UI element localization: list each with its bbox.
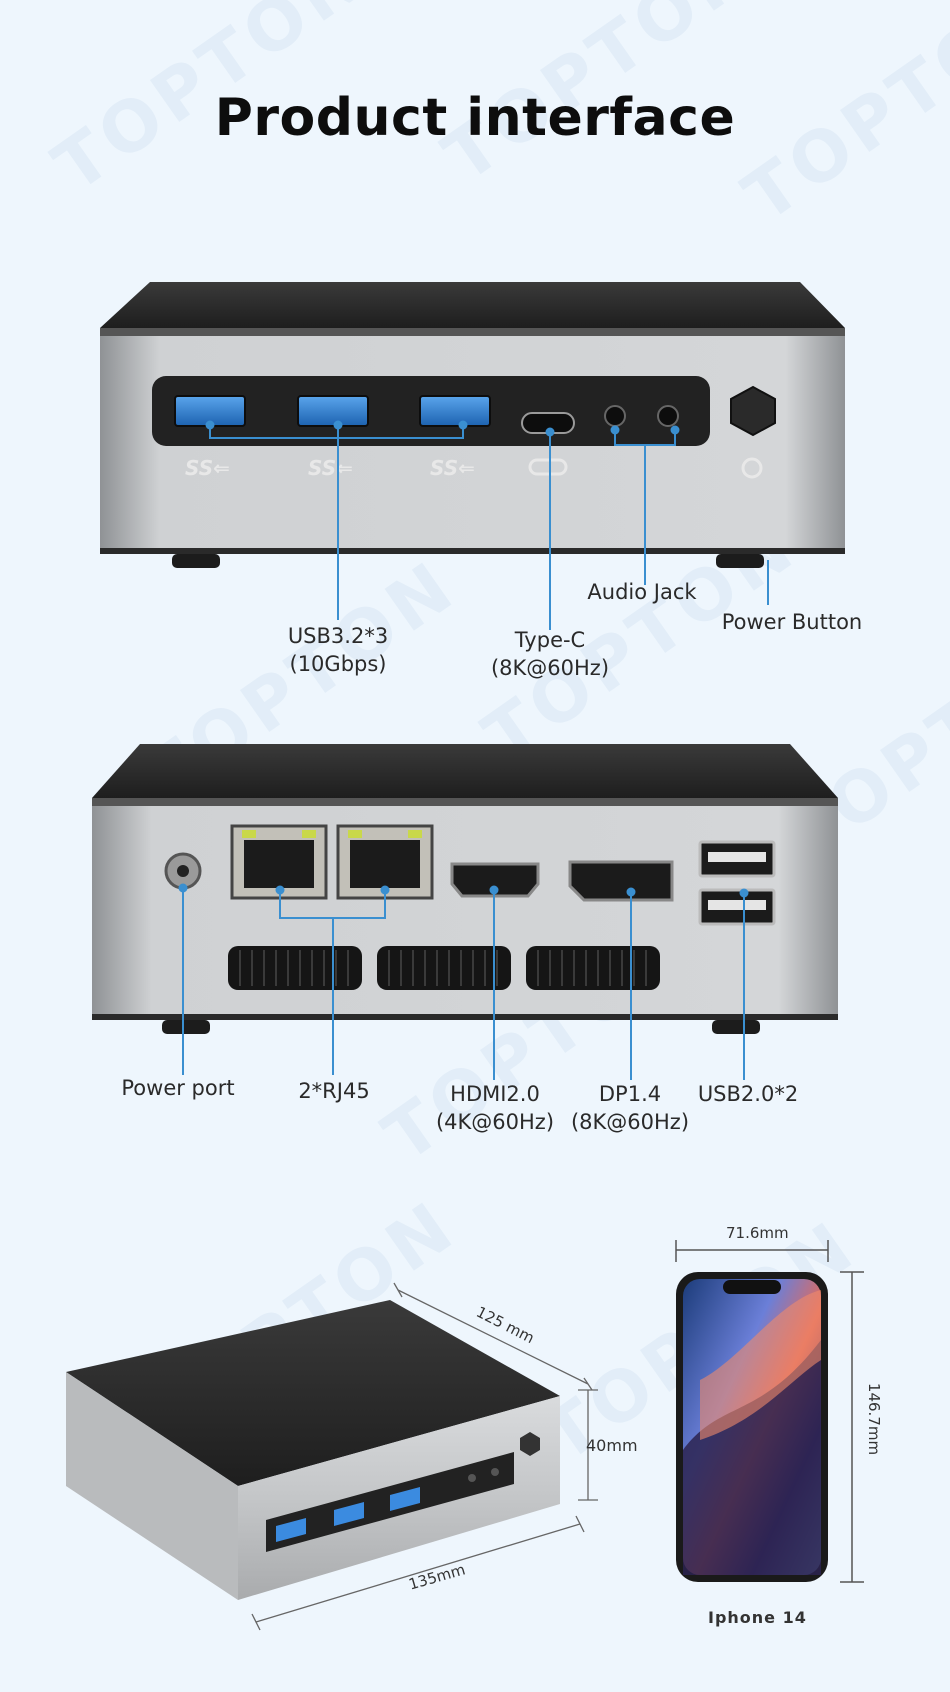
typec-label: Type-C (8K@60Hz) — [480, 626, 620, 682]
dp-label: DP1.4 (8K@60Hz) — [560, 1080, 700, 1136]
power-port-label: Power port — [121, 1076, 235, 1100]
rear-device — [92, 744, 838, 1034]
typec-spec-text: (8K@60Hz) — [490, 656, 610, 680]
phone-dimension-lines — [675, 1240, 864, 1583]
iso-dimension-lines — [251, 1282, 598, 1631]
isometric-device — [66, 1300, 560, 1600]
usb20-label: USB2.0*2 — [697, 1082, 799, 1106]
front-device: SS⇐ SS⇐ SS⇐ — [100, 282, 845, 568]
dp-text: DP1.4 — [598, 1082, 662, 1106]
iphone-illustration — [676, 1272, 828, 1582]
svg-text:SS⇐: SS⇐ — [185, 456, 230, 480]
hdmi-text: HDMI2.0 — [450, 1082, 540, 1106]
hdmi-spec-text: (4K@60Hz) — [435, 1110, 555, 1134]
usb32-speed-text: (10Gbps) — [289, 652, 387, 676]
dp-spec-text: (8K@60Hz) — [570, 1110, 690, 1134]
audio-jack-label: Audio Jack — [587, 580, 697, 604]
usb32-text: USB3.2*3 — [287, 624, 389, 648]
svg-text:SS⇐: SS⇐ — [430, 456, 475, 480]
usb32-label: USB3.2*3 (10Gbps) — [270, 622, 406, 678]
height-dimension: 40mm — [586, 1436, 638, 1455]
rj45-label: 2*RJ45 — [298, 1079, 370, 1103]
front-callouts — [205, 420, 769, 630]
hdmi-label: HDMI2.0 (4K@60Hz) — [420, 1080, 570, 1136]
phone-name: Iphone 14 — [708, 1608, 807, 1627]
typec-text: Type-C — [514, 628, 586, 652]
rear-callouts — [178, 883, 749, 1080]
phone-width-dimension: 71.6mm — [726, 1224, 789, 1242]
power-button-label: Power Button — [721, 610, 863, 634]
phone-height-dimension: 146.7mm — [865, 1382, 884, 1456]
svg-text:SS⇐: SS⇐ — [308, 456, 353, 480]
page-title: Product interface — [214, 88, 736, 148]
